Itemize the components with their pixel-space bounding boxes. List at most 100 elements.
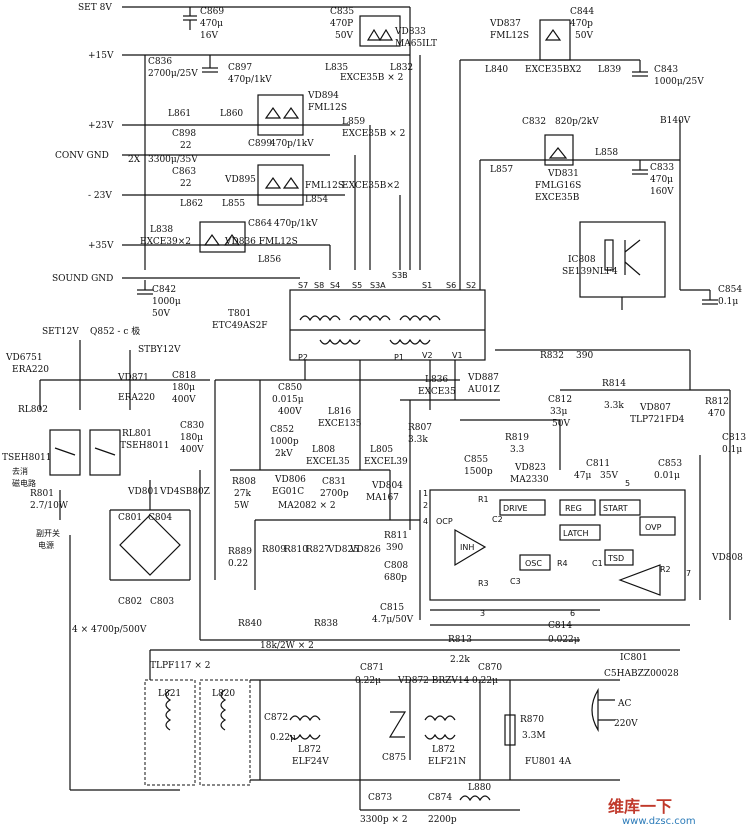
pin-v2: V2: [422, 351, 433, 360]
label-r832: R832: [540, 351, 564, 361]
label-vd807-t: TLP721FD4: [630, 415, 685, 425]
label-c818: C818: [172, 371, 196, 381]
ic-label-latch: LATCH: [563, 529, 589, 538]
label-l854: L854: [305, 195, 328, 205]
ic-reg: [559, 499, 596, 516]
label-c808: C808: [384, 561, 408, 571]
label-c852-v: 1000p: [270, 437, 299, 447]
label-l808: L808: [312, 445, 335, 455]
label-r832-v: 390: [576, 351, 593, 361]
label-c844-r: 50V: [575, 31, 593, 41]
ic-label-c3: C3: [510, 577, 521, 586]
label-conv-gnd: CONV GND: [55, 151, 109, 161]
label-r801-v: 2.7/10W: [30, 501, 69, 511]
label-r811: R811: [384, 531, 408, 541]
label-rl801: RL801: [122, 429, 152, 439]
pin-2: 2: [423, 501, 428, 510]
label-c818-r: 400V: [172, 395, 196, 405]
label-c830-r: 400V: [180, 445, 204, 455]
label-c870-v: 0.22μ: [472, 676, 498, 686]
label-elf24v: ELF24V: [292, 757, 329, 767]
label-c835-v: 470P: [330, 19, 353, 29]
label-exce-bx2: EXCE35BX2: [525, 65, 581, 75]
label-c842-r: 50V: [152, 309, 170, 319]
label-c814: C814: [548, 621, 572, 631]
label-vd808: VD808: [711, 553, 743, 563]
pin-s1: S1: [422, 281, 432, 290]
label-m23v: - 23V: [88, 191, 112, 201]
label-l856: L856: [258, 255, 281, 265]
label-r870-v: 3.3M: [522, 731, 546, 741]
label-fml12s-b: FML12S: [305, 181, 344, 191]
label-vd826: VD826: [349, 545, 381, 555]
pin-s6: S6: [446, 281, 456, 290]
pin-6: 6: [570, 609, 575, 618]
label-r807: R807: [408, 423, 432, 433]
label-l805-t: EXCEL39: [364, 457, 408, 467]
label-vd825: VD825: [327, 545, 359, 555]
label-vd837-t: FML12S: [490, 31, 529, 41]
rail-labels: SET 8V +15V +23V CONV GND - 23V +35V SOU…: [42, 3, 691, 355]
label-exce-a: EXCE35B × 2: [340, 73, 403, 83]
label-r807-v: 3.3k: [408, 435, 428, 445]
label-c898: C898: [172, 129, 196, 139]
label-vd833: VD833: [394, 27, 426, 37]
label-exce-c: EXCE35B×2: [342, 181, 400, 191]
primary-wiring: [39, 340, 731, 791]
label-c802: C802: [118, 597, 142, 607]
label-l820: L820: [212, 689, 235, 699]
pin-7: 7: [686, 569, 691, 578]
rl801-box: [89, 429, 121, 476]
label-r812-v: 470: [708, 409, 725, 419]
label-c812-r: 50V: [552, 419, 570, 429]
label-c812: C812: [548, 395, 572, 405]
label-c832-v: 820p/2kV: [555, 117, 599, 127]
pin-s2: S2: [466, 281, 476, 290]
label-rl802: RL802: [18, 405, 48, 415]
label-ic801-t: C5HABZZ00028: [604, 669, 679, 679]
label-c864: C864: [248, 219, 272, 229]
rl802-box: [49, 429, 81, 476]
label-r870: R870: [520, 715, 544, 725]
label-c863: C863: [172, 167, 196, 177]
label-c803: C803: [150, 597, 174, 607]
label-l816: L816: [328, 407, 351, 417]
label-b140v: B140V: [660, 116, 691, 126]
label-l835: L835: [325, 63, 348, 73]
ic-label-reg: REG: [565, 504, 582, 513]
pin-3: 3: [480, 609, 485, 618]
label-c872-v: 0.22μ: [270, 733, 296, 743]
label-c869-v: 470μ: [200, 19, 223, 29]
label-c854-v: 0.1μ: [718, 297, 738, 307]
label-c804: C804: [148, 513, 172, 523]
label-c801: C801: [118, 513, 142, 523]
label-vd837: VD837: [489, 19, 521, 29]
label-r813-v: 2.2k: [450, 655, 470, 665]
label-l805: L805: [370, 445, 393, 455]
label-c850-v: 0.015μ: [272, 395, 304, 405]
label-vd823-t: MA2330: [510, 475, 549, 485]
label-l821: L821: [158, 689, 181, 699]
label-c873-v: 3300p × 2: [360, 815, 408, 825]
ic-block-labels: DRIVE REG START LATCH OVP OSC TSD OCP IN…: [436, 495, 671, 588]
label-c844-v: 470p: [570, 19, 593, 29]
label-tlpf: TLPF117 × 2: [150, 661, 210, 671]
label-p35v: +35V: [88, 241, 114, 251]
ic-start: [599, 499, 641, 516]
watermark-site: www.dzsc.com: [622, 816, 696, 827]
label-c818-v: 180μ: [172, 383, 195, 393]
label-sound-gnd: SOUND GND: [52, 274, 113, 284]
label-ic808: IC808: [568, 255, 596, 265]
label-l836: L836: [425, 375, 448, 385]
label-c813-v: 0.1μ: [722, 445, 742, 455]
label-vd894: VD894: [307, 91, 339, 101]
ic-label-inh: INH: [460, 543, 474, 552]
label-r889-v: 0.22: [228, 559, 248, 569]
label-c833-r: 160V: [650, 187, 674, 197]
ic-inh-amp: [454, 528, 487, 567]
label-c844: C844: [570, 7, 594, 17]
label-c843: C843: [654, 65, 678, 75]
label-p15v: +15V: [88, 51, 114, 61]
ic-label-osc: OSC: [525, 559, 542, 568]
label-l808-t: EXCEL35: [306, 457, 350, 467]
